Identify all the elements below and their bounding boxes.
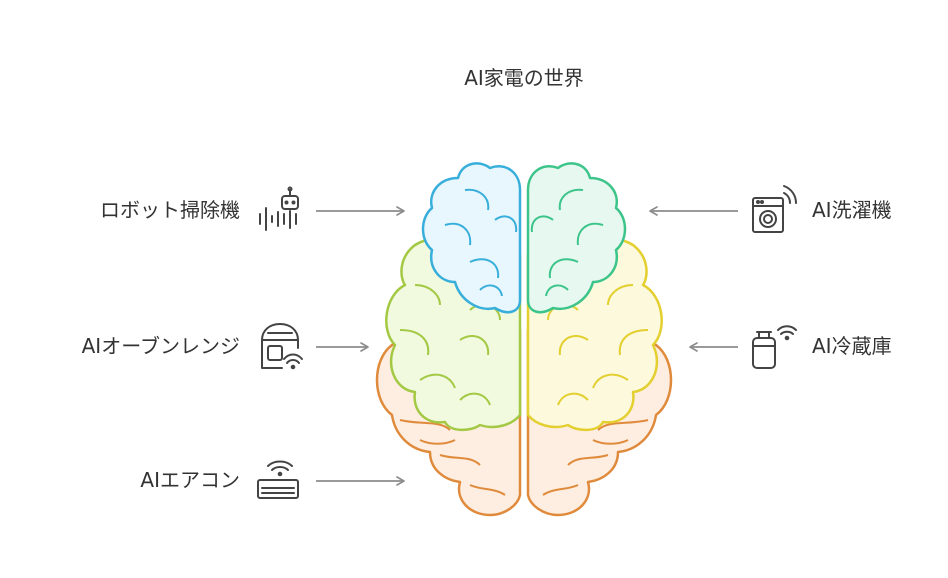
air-conditioner-icon bbox=[257, 460, 299, 499]
diagram-title: AI家電の世界 bbox=[464, 66, 584, 90]
washing-machine-wifi-icon bbox=[752, 185, 797, 233]
brain-blue-lobe bbox=[421, 162, 522, 314]
brain-teal-lobe bbox=[526, 162, 627, 314]
oven-wifi-icon bbox=[261, 323, 303, 370]
label-ai-washer: AI洗濯機 bbox=[812, 198, 892, 222]
label-ai-aircon: AIエアコン bbox=[140, 468, 240, 492]
label-ai-fridge: AI冷蔵庫 bbox=[812, 334, 892, 358]
robot-icon bbox=[259, 186, 299, 231]
label-ai-oven: AIオーブンレンジ bbox=[81, 334, 240, 358]
label-robot-vacuum: ロボット掃除機 bbox=[100, 198, 240, 222]
refrigerator-wifi-icon bbox=[752, 325, 797, 369]
